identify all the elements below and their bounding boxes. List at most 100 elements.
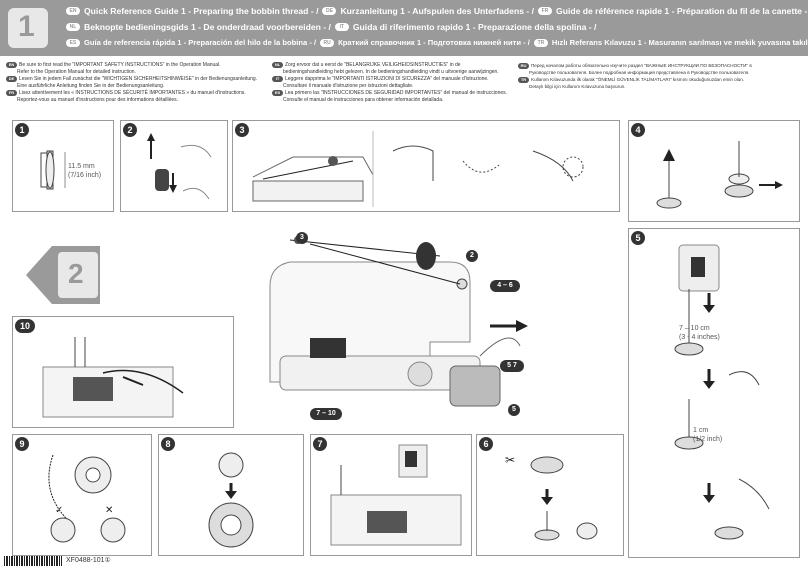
note-text: Be sure to first read the "IMPORTANT SAF… bbox=[19, 62, 221, 68]
header-row-3: ES Guía de referencia rápida 1 - Prepara… bbox=[66, 38, 808, 47]
header-bar bbox=[0, 0, 808, 56]
panel-step-6: 6 ✂ bbox=[476, 434, 624, 556]
callout-5: 5 bbox=[508, 404, 520, 416]
note-text: bedieningshandleiding hebt gelezen. In d… bbox=[283, 69, 499, 75]
bobbin-winding-illustration bbox=[674, 244, 770, 540]
document-code-text: XF0488-101 bbox=[66, 557, 105, 564]
panel-step-10: 10 bbox=[12, 316, 234, 428]
note-text: Руководстве пользователя. Более подробна… bbox=[529, 70, 750, 75]
header-title: Guide de référence rapide 1 - Préparatio… bbox=[556, 6, 808, 16]
document-code: XF0488-101① bbox=[66, 556, 111, 564]
step-number: 5 bbox=[631, 231, 645, 245]
callout-7-10: 7 – 10 bbox=[310, 408, 342, 420]
thread-length: 7 – 10 cm bbox=[679, 325, 710, 332]
note-text: Zorg ervoor dat u eerst de "BELANGRIJKE … bbox=[285, 62, 461, 68]
thread-short: 1 cm bbox=[693, 427, 709, 434]
lang-tag: FR bbox=[6, 90, 17, 96]
lang-tag: IT bbox=[334, 23, 349, 31]
section-chevron-icon bbox=[26, 246, 100, 304]
header-title: Краткий справочник 1 - Подготовка нижней… bbox=[338, 38, 530, 47]
header-title: Guida di riferimento rapido 1 - Preparaz… bbox=[352, 22, 597, 32]
lang-tag: RU bbox=[320, 38, 335, 47]
note-text: Lea primero las "INSTRUCCIONES DE SEGURI… bbox=[285, 90, 508, 96]
cover-release-illustration bbox=[330, 444, 462, 546]
thread-length-inch: (3 - 4 inches) bbox=[679, 334, 720, 341]
step-number: 2 bbox=[123, 123, 137, 137]
lang-tag: FR bbox=[538, 7, 553, 15]
panel-step-9: 9 ✓ ✕ bbox=[12, 434, 152, 556]
thread-cut-illustration bbox=[530, 456, 598, 541]
header-title: Hızlı Referans Kılavuzu 1 - Masuranın sa… bbox=[551, 38, 808, 47]
lang-tag: TR bbox=[518, 77, 529, 83]
scissors-icon: ✂ bbox=[505, 453, 516, 467]
callout-4-6: 4 – 6 bbox=[490, 280, 520, 292]
header-title: Quick Reference Guide 1 - Preparing the … bbox=[84, 6, 319, 16]
bobbin-drop-illustration bbox=[208, 452, 254, 548]
bobbin-height-inch: (7/16 inch) bbox=[68, 172, 102, 179]
step-number: 8 bbox=[161, 437, 175, 451]
callout-2: 2 bbox=[466, 250, 478, 262]
panel-step-7: 7 bbox=[310, 434, 472, 556]
header-title: Guía de referencia rápida 1 - Preparació… bbox=[84, 38, 317, 47]
note-text: Kullanım Kılavuzunda ilk olarak "ÖNEMLİ … bbox=[531, 77, 745, 82]
lang-tag: ES bbox=[66, 38, 80, 47]
lang-tag: DE bbox=[6, 76, 17, 82]
step-number: 9 bbox=[15, 437, 29, 451]
lang-tag: ES bbox=[272, 90, 283, 96]
step-number: 6 bbox=[479, 437, 493, 451]
note-text: Detaylı bilgi için Kullanım Kılavuzuna b… bbox=[529, 84, 626, 89]
bobbin-height: 11.5 mm bbox=[68, 163, 95, 170]
cross-icon: ✕ bbox=[105, 505, 114, 516]
check-icon: ✓ bbox=[55, 505, 64, 516]
thread-path-illustration bbox=[252, 131, 584, 207]
lang-tag: EN bbox=[66, 7, 80, 15]
note-text: Перед началом работы обязательно изучите… bbox=[531, 63, 752, 68]
panel-step-3: 3 bbox=[232, 120, 620, 212]
note-text: Refer to the Operation Manual for detail… bbox=[17, 69, 136, 75]
step-number: 10 bbox=[15, 319, 35, 333]
panel-step-8: 8 bbox=[158, 434, 304, 556]
note-text: Consultare il manuale d'istruzione per i… bbox=[283, 83, 414, 89]
callout-3: 3 bbox=[296, 232, 308, 244]
bobbin-on-spindle-illustration bbox=[656, 141, 783, 209]
lang-tag: IT bbox=[272, 76, 283, 82]
header-row-1: EN Quick Reference Guide 1 - Preparing t… bbox=[66, 6, 808, 16]
note-text: Consulte el manual de instrucciones para… bbox=[283, 97, 444, 103]
bobbin-case-illustration bbox=[42, 337, 184, 418]
lang-tag: TR bbox=[533, 38, 548, 47]
sewing-machine-illustration bbox=[269, 236, 528, 407]
bobbin-winder-illustration bbox=[147, 133, 212, 200]
note-text: Reportez-vous au manuel d'instructions p… bbox=[17, 97, 179, 103]
guide-logo-number: 1 bbox=[18, 10, 35, 43]
thread-short-inch: (1/2 inch) bbox=[693, 436, 723, 443]
section-number: 2 bbox=[68, 258, 84, 289]
header-row-2: NL Beknopte bedieningsgids 1 - De onderd… bbox=[66, 22, 596, 32]
bobbin-illustration bbox=[40, 150, 66, 190]
header-title: Beknopte bedieningsgids 1 - De onderdraa… bbox=[84, 22, 331, 32]
panel-step-2: 2 bbox=[120, 120, 228, 212]
note-text: Lesen Sie in jedem Fall zunächst die "WI… bbox=[19, 76, 258, 82]
step-number: 3 bbox=[235, 123, 249, 137]
section-tab: 2 bbox=[26, 246, 100, 304]
step-number: 1 bbox=[15, 123, 29, 137]
bobbin-insert-illustration bbox=[48, 454, 126, 543]
header-title: Kurzanleitung 1 - Aufspulen des Unterfad… bbox=[340, 6, 535, 16]
panel-step-1: 1 11.5 mm (7/16 inch) bbox=[12, 120, 114, 212]
note-text: Leggere dapprima le "IMPORTANTI ISTRUZIO… bbox=[285, 76, 489, 82]
lang-tag: NL bbox=[272, 62, 283, 68]
step-number: 7 bbox=[313, 437, 327, 451]
step-number: 4 bbox=[631, 123, 645, 137]
note-text: Lisez attentivement les « INSTRUCTIONS D… bbox=[19, 90, 246, 96]
lang-tag: NL bbox=[66, 23, 80, 31]
guide-logo bbox=[8, 8, 48, 48]
lang-tag: RU bbox=[518, 63, 529, 69]
callout-5-7: 5 7 bbox=[500, 360, 524, 372]
document-code-suffix: ① bbox=[104, 557, 111, 564]
panel-step-5: 5 7 – 10 cm (3 - 4 inches) 1 cm (1/2 inc… bbox=[628, 228, 800, 558]
lang-tag: EN bbox=[6, 62, 17, 68]
note-text: Eine ausführliche Anleitung finden Sie i… bbox=[17, 83, 165, 89]
barcode bbox=[4, 556, 62, 566]
